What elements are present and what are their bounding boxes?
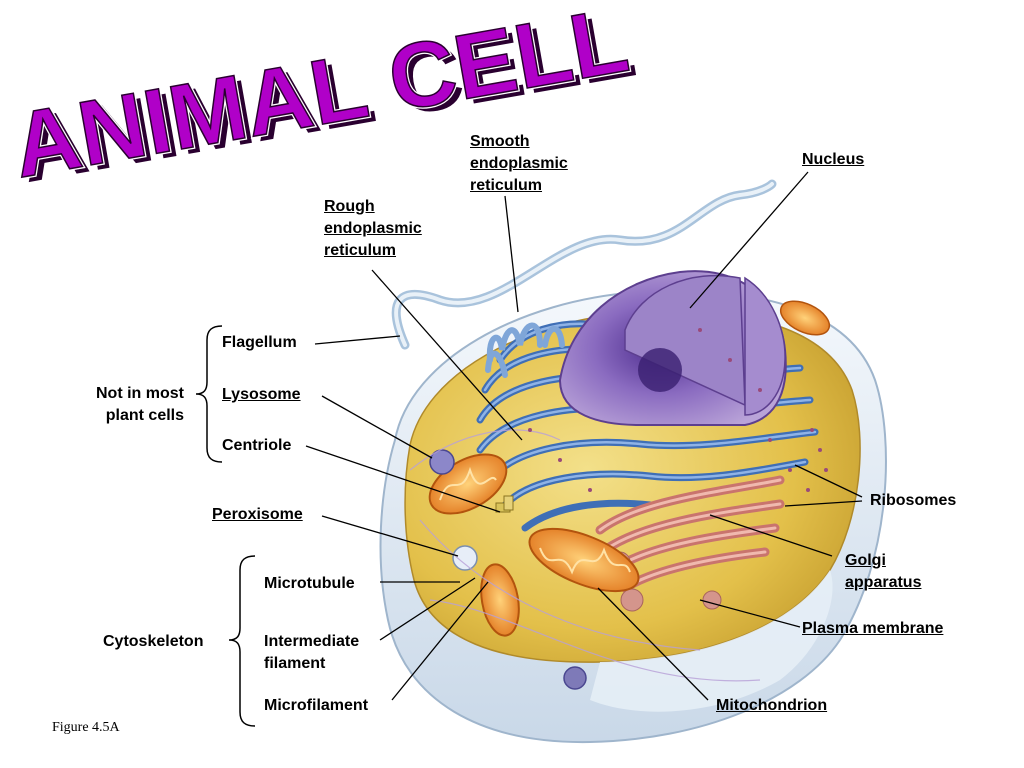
peroxisome-shape (452, 545, 478, 571)
label-nucleus: Nucleus (802, 151, 865, 168)
label-mitochondrion: Mitochondrion (716, 697, 828, 714)
ribosomes-shape (528, 328, 828, 492)
lysosome-shape (429, 449, 455, 475)
nucleus-shape (558, 270, 787, 426)
bracket-cytoskeleton (228, 555, 256, 727)
label-centriole: Centriole (222, 437, 292, 454)
leader-lines (305, 171, 863, 701)
label-microfilament: Microfilament (264, 697, 369, 714)
centriole-shape (495, 495, 514, 513)
label-flagellum: Flagellum (222, 334, 297, 351)
label-ribosomes: Ribosomes (870, 492, 957, 509)
label-plasma-membrane: Plasma membrane (802, 620, 944, 637)
bracket-not-in-plant (195, 325, 223, 463)
label-peroxisome: Peroxisome (212, 506, 303, 523)
label-microtubule: Microtubule (264, 575, 355, 592)
smooth-er-shape (485, 322, 565, 378)
figure-caption: Figure 4.5A (52, 720, 120, 735)
label-cytoskeleton: Cytoskeleton (103, 633, 204, 650)
label-lysosome: Lysosome (222, 386, 301, 403)
